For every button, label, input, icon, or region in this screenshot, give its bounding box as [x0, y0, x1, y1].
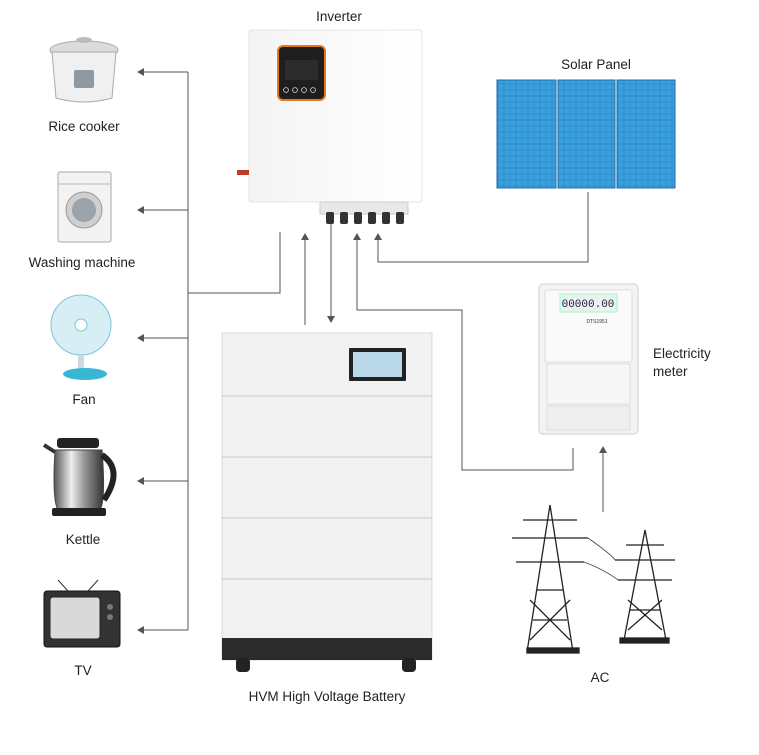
washing-machine-label: Washing machine	[28, 255, 136, 270]
power-towers-image	[512, 504, 675, 654]
fan-label: Fan	[72, 392, 96, 407]
meter-reading: 00000.00	[562, 299, 615, 311]
battery-label: HVM High Voltage Battery	[248, 689, 406, 704]
load-bus-line	[188, 232, 281, 294]
battery-unit	[221, 332, 433, 672]
meter-model: DTS1951	[586, 319, 607, 325]
electricity-meter	[538, 283, 639, 435]
tv-image	[43, 579, 121, 648]
solar-panel	[496, 79, 676, 189]
ac-label: AC	[590, 670, 610, 685]
connection-lines	[137, 68, 607, 634]
solar-to-inverter-line	[374, 192, 589, 263]
meter-to-inverter-line	[353, 233, 574, 471]
inverter-unit	[237, 29, 423, 224]
inverter-label: Inverter	[316, 9, 362, 24]
rice-cooker-label: Rice cooker	[48, 119, 120, 134]
fan-image	[50, 294, 112, 380]
tv-label: TV	[74, 663, 92, 678]
electricity-meter-label-line1: Electricity	[653, 346, 711, 361]
kettle-image	[42, 438, 117, 516]
electricity-meter-label-line2: meter	[653, 364, 688, 379]
washing-machine-image	[57, 171, 112, 243]
solar-panel-label: Solar Panel	[561, 57, 631, 72]
kettle-label: Kettle	[65, 532, 101, 547]
rice-cooker-image	[49, 37, 119, 103]
